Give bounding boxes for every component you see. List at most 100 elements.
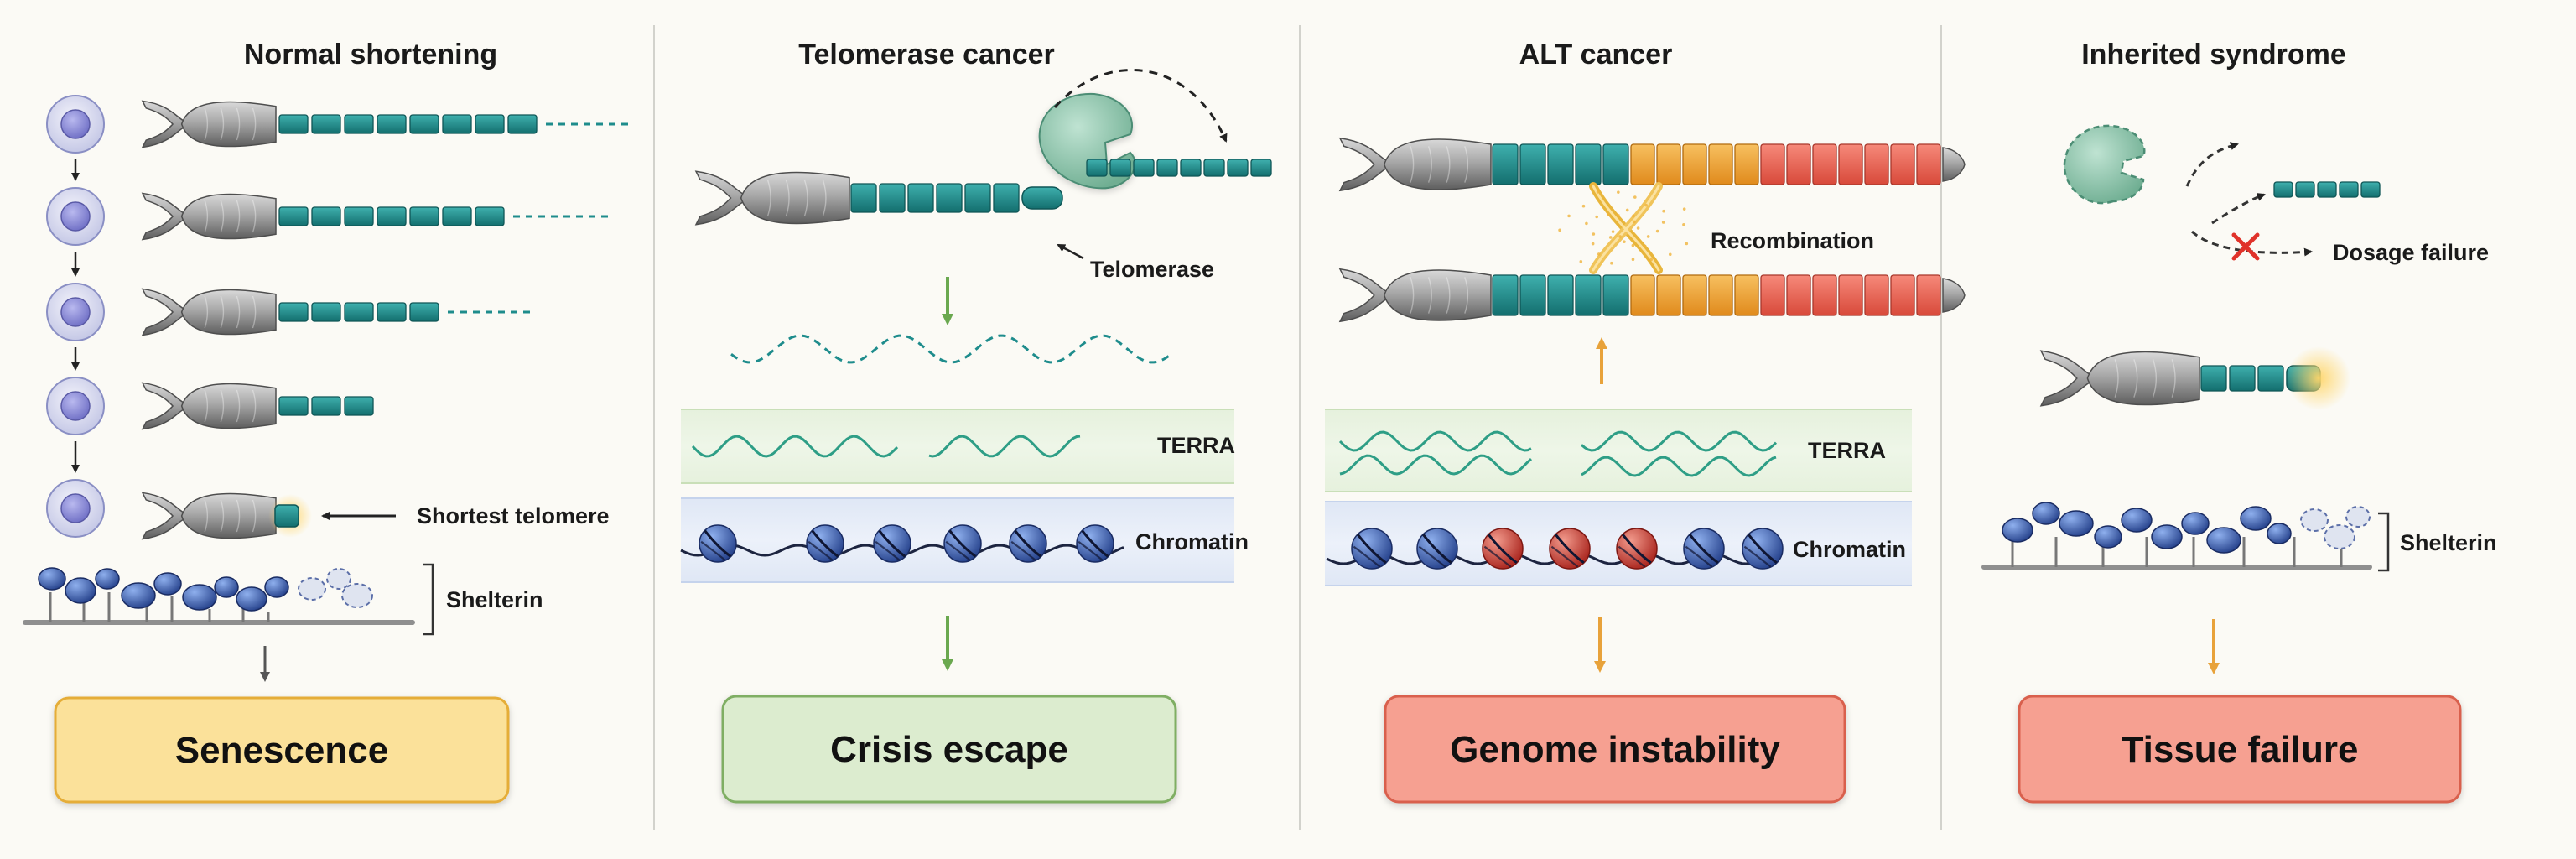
- panel-title: Telomerase cancer: [798, 39, 1055, 70]
- telomere-repeat: [879, 183, 906, 213]
- outcome-box-genome-instability: [1384, 695, 1846, 804]
- sparkle-dot: [1611, 230, 1615, 233]
- nucleosome: [699, 524, 737, 563]
- telomere-repeat: [1203, 159, 1225, 177]
- sparkle-dot: [1558, 228, 1561, 232]
- shelterin-protein: [2240, 506, 2272, 531]
- telomere-repeat: [1760, 274, 1785, 316]
- outcome-label: Genome instability: [1450, 729, 1780, 770]
- cell-nucleus: [60, 297, 91, 327]
- telomere-repeat: [475, 206, 505, 226]
- chromosome-arm: [141, 382, 277, 430]
- sparkle-dot: [1591, 242, 1595, 246]
- shelterin-protein: [2151, 524, 2183, 549]
- sparkle-dot: [1682, 207, 1686, 211]
- sparkle-dot: [1567, 214, 1571, 218]
- chromosome: [694, 170, 1063, 226]
- nucleosome: [943, 524, 982, 563]
- telomere-repeat: [311, 206, 341, 226]
- telomere-tail: [1021, 186, 1063, 210]
- telomere-repeat: [1838, 143, 1863, 185]
- sparkle-dot: [1636, 226, 1640, 230]
- shelterin-protein: [2206, 527, 2241, 554]
- nucleosome: [1742, 528, 1784, 570]
- nucleosome: [1351, 528, 1393, 570]
- cell-lineage: [46, 95, 105, 538]
- sparkle-dot: [1623, 240, 1626, 243]
- terra-transcript: [1338, 430, 1532, 452]
- telomere-repeat: [1575, 143, 1602, 185]
- telomere-repeat: [377, 114, 407, 134]
- telomere-repeat: [377, 302, 407, 322]
- rna-wave: [730, 334, 1171, 364]
- sparkle-dot: [1643, 244, 1647, 248]
- telomere-repeat: [1812, 143, 1837, 185]
- telomere-repeat: [850, 183, 877, 213]
- shelterin-complex: [23, 567, 415, 625]
- telomere-repeat: [1864, 274, 1889, 316]
- telomere-repeat: [2229, 365, 2256, 392]
- recombination-label: Recombination: [1711, 228, 1874, 253]
- bracket: [423, 563, 434, 636]
- shelterin-label: Shelterin: [446, 587, 543, 612]
- shortening-chromosomes: [141, 100, 630, 540]
- shelterin-protein: [2181, 512, 2210, 535]
- outcome-label: Senescence: [175, 730, 388, 771]
- panel-title: Inherited syndrome: [2081, 39, 2346, 70]
- outcome-box-tissue-failure: [2018, 695, 2462, 804]
- telomere-repeat: [278, 302, 309, 322]
- sparkle-dot: [1607, 212, 1610, 216]
- nucleosomes: [699, 524, 1114, 563]
- telomere-repeat: [1519, 143, 1546, 185]
- failed-arrow: [2190, 230, 2313, 257]
- telomere-repeat: [1916, 274, 1941, 316]
- telomere-repeat: [409, 114, 439, 134]
- telomere-repeat: [1547, 274, 1574, 316]
- sparkle-dot: [1682, 222, 1685, 226]
- sparkle-dot: [1585, 221, 1588, 226]
- shelterin-protein: [2267, 523, 2292, 544]
- telomere-repeat: [1786, 143, 1811, 185]
- shelterin-protein: [121, 582, 156, 609]
- sparkle-dot: [1646, 235, 1650, 238]
- shelterin-missing: [2300, 508, 2329, 532]
- crossover: [1589, 182, 1663, 274]
- sparkle-dot: [1595, 215, 1599, 219]
- chromosome-arm: [1338, 137, 1492, 192]
- sparkle-dot: [1662, 209, 1665, 213]
- telomere-repeat: [1890, 143, 1915, 185]
- nucleosome: [1009, 524, 1047, 563]
- chromosome-cap: [1942, 147, 1966, 182]
- telomere-repeat: [311, 114, 341, 134]
- chromosome-arm: [141, 192, 277, 241]
- chromatin-label: Chromatin: [1793, 537, 1906, 562]
- telomere-repeat: [993, 183, 1020, 213]
- sparkle-dot: [1610, 261, 1613, 265]
- sparkle-dot: [1617, 190, 1620, 194]
- shelterin-missing: [341, 583, 373, 608]
- shelterin-missing: [326, 568, 351, 590]
- telomere-repeat: [1916, 143, 1941, 185]
- cell-nucleus: [60, 493, 91, 523]
- cell-nucleus: [60, 391, 91, 421]
- shelterin-protein: [236, 586, 267, 612]
- telomere-repeat: [964, 183, 991, 213]
- telomere-repeat: [1156, 159, 1178, 177]
- cross-mark-icon: [2231, 232, 2260, 261]
- nucleosome: [1416, 528, 1458, 570]
- shelterin-protein: [2094, 525, 2122, 549]
- shelterin-complex: [1981, 502, 2372, 570]
- chromosome-arm: [141, 288, 277, 336]
- nucleosome-red: [1482, 528, 1524, 570]
- telomere-repeat: [409, 206, 439, 226]
- telomere-repeat: [1547, 143, 1574, 185]
- sparkle-dot: [1618, 235, 1622, 238]
- panel-title: ALT cancer: [1519, 39, 1673, 70]
- pointer-arrow: [1057, 243, 1084, 260]
- telomere-repeat: [1656, 274, 1681, 316]
- cell-nucleus: [60, 109, 91, 139]
- telomere-repeat: [278, 114, 309, 134]
- panel-title: Normal shortening: [244, 39, 497, 70]
- telomere-repeat: [409, 302, 439, 322]
